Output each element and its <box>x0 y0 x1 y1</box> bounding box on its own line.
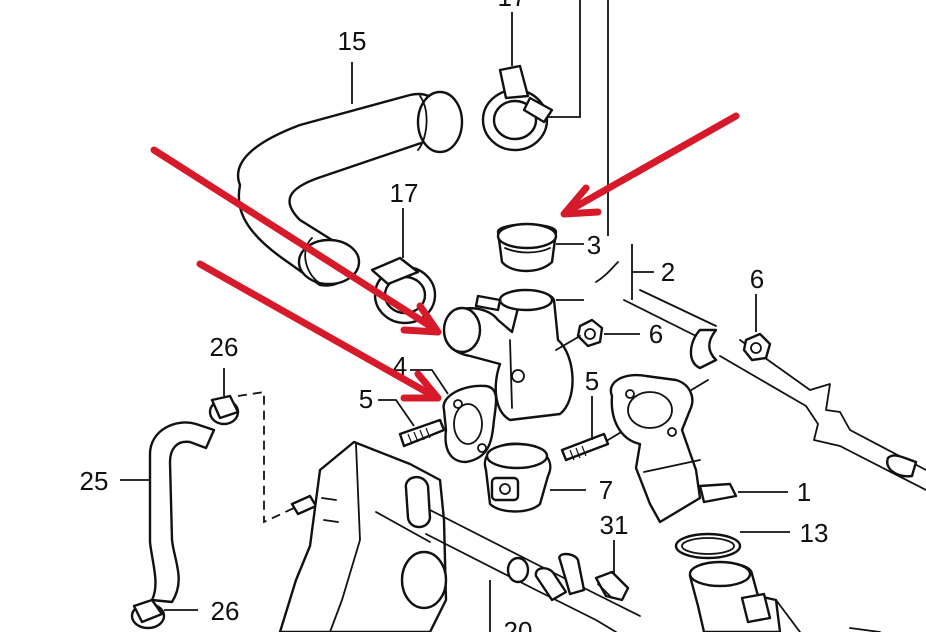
callout-2: 2 <box>661 257 675 287</box>
callout-20: 20 <box>504 616 533 632</box>
red-arrow-top-right <box>560 112 740 218</box>
stud-line-6 <box>555 335 581 351</box>
nut-6-right <box>742 332 772 362</box>
hose-25 <box>148 421 216 604</box>
callout-3: 3 <box>587 230 601 260</box>
leader-5a <box>378 399 415 427</box>
break-mark <box>595 261 619 283</box>
hose-15 <box>237 90 464 287</box>
thermostat-housing-2 <box>442 288 574 422</box>
bolt-small <box>290 494 318 516</box>
leader-4 <box>410 369 449 395</box>
callout-31: 31 <box>600 510 629 540</box>
o-ring-20 <box>506 556 530 584</box>
red-arrow-upper-left <box>150 146 442 336</box>
callout-17-mid: 17 <box>390 178 419 208</box>
stud-5-left <box>398 418 446 448</box>
callout-7: 7 <box>599 475 613 505</box>
callout-13: 13 <box>800 518 829 548</box>
o-ring-13-inner <box>681 537 735 555</box>
clamp-26-bottom <box>130 598 166 630</box>
dash-26 <box>237 390 295 524</box>
water-inlet-1 <box>609 373 738 524</box>
callout-15: 15 <box>338 26 367 56</box>
gasket-4 <box>442 384 498 464</box>
thermostat-7 <box>483 442 552 513</box>
callout-6-right: 6 <box>750 264 764 294</box>
clamp-26-top <box>208 394 240 426</box>
callout-5-right: 5 <box>585 366 599 396</box>
outlet-lower-right <box>688 560 881 632</box>
callout-26-top: 26 <box>210 332 239 362</box>
callout-6-mid: 6 <box>649 319 663 349</box>
leader-17-top <box>548 0 581 118</box>
cap-3 <box>496 222 558 273</box>
pipe-right <box>623 289 926 491</box>
red-arrows <box>150 112 740 402</box>
callout-5-left: 5 <box>359 384 373 414</box>
water-pump-block <box>278 440 448 632</box>
callout-26-bottom: 26 <box>211 596 240 626</box>
red-arrow-lower-left <box>196 260 442 402</box>
clamp-17-top <box>481 64 554 152</box>
callout-25: 25 <box>80 466 109 496</box>
bolt-31 <box>594 570 630 602</box>
callout-17-top: 17 <box>498 0 527 12</box>
callout-1: 1 <box>797 477 811 507</box>
leader-2-bracket <box>631 244 654 300</box>
nut-6-mid <box>576 318 604 348</box>
pipe-lower <box>425 509 641 632</box>
